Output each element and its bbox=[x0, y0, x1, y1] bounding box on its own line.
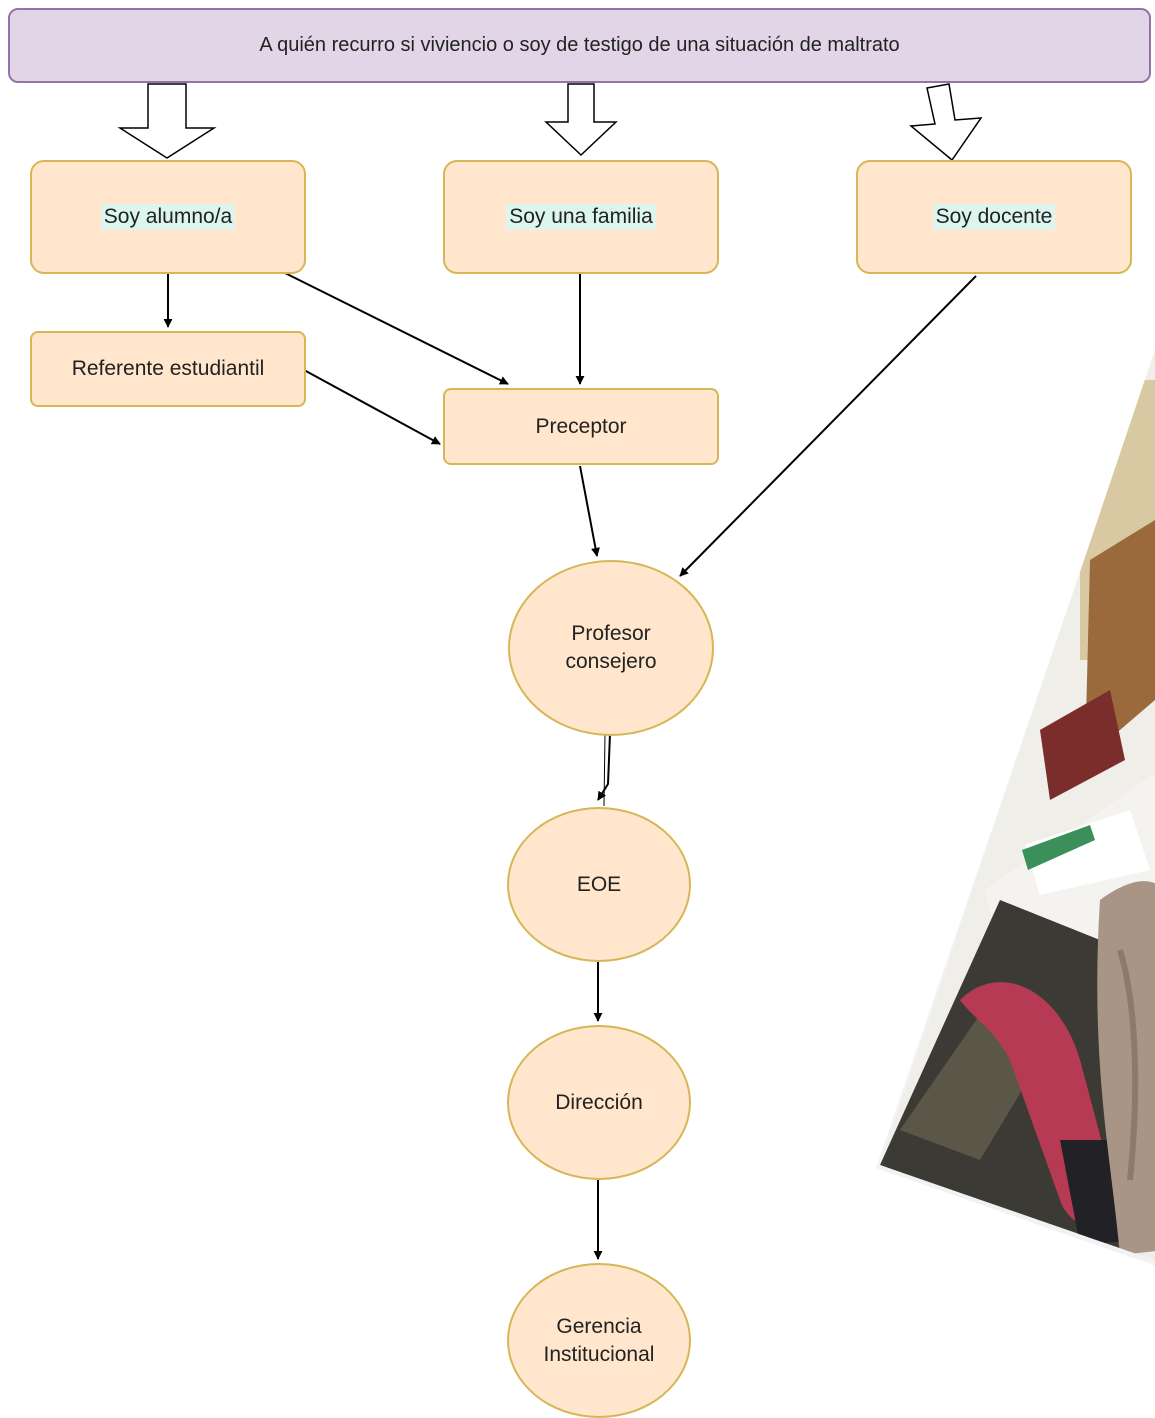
arrow-alumno-preceptor bbox=[282, 271, 509, 385]
eoe-circle: EOE bbox=[507, 807, 691, 962]
profesor-circle: Profesor consejero bbox=[508, 560, 714, 736]
eoe-label: EOE bbox=[576, 872, 622, 896]
hollow-arrow-familia bbox=[544, 83, 618, 157]
arrow-referente-preceptor bbox=[303, 369, 441, 445]
referente-label: Referente estudiantil bbox=[71, 357, 265, 380]
gerencia-label-line2: Institucional bbox=[543, 1342, 655, 1366]
profesor-label-line2: consejero bbox=[565, 650, 657, 673]
role-familia-label: Soy una familia bbox=[506, 204, 656, 230]
arrow-profesor-eoe-double bbox=[603, 733, 606, 807]
preceptor-label: Preceptor bbox=[535, 414, 627, 438]
referente-box: Referente estudiantil bbox=[30, 331, 306, 407]
hollow-arrow-alumno bbox=[117, 83, 217, 159]
role-alumno-box: Soy alumno/a bbox=[30, 160, 306, 274]
gerencia-circle: Gerencia Institucional bbox=[507, 1263, 691, 1418]
gerencia-label-line1: Gerencia bbox=[556, 1314, 642, 1338]
arrow-preceptor-profesor bbox=[579, 465, 600, 557]
direccion-circle: Dirección bbox=[507, 1025, 691, 1180]
arrow-docente-profesor bbox=[679, 275, 977, 577]
title-box: A quién recurro si viviencio o soy de te… bbox=[8, 8, 1151, 83]
title-text: A quién recurro si viviencio o soy de te… bbox=[259, 34, 900, 56]
preceptor-box: Preceptor bbox=[443, 388, 719, 465]
role-docente-box: Soy docente bbox=[856, 160, 1132, 274]
direccion-label: Dirección bbox=[555, 1090, 643, 1114]
profesor-label-line1: Profesor bbox=[571, 622, 651, 645]
arrow-profesor-eoe bbox=[597, 733, 611, 801]
role-alumno-label: Soy alumno/a bbox=[100, 204, 236, 230]
hollow-arrow-docente bbox=[909, 83, 983, 162]
role-docente-label: Soy docente bbox=[932, 204, 1056, 230]
role-familia-box: Soy una familia bbox=[443, 160, 719, 274]
